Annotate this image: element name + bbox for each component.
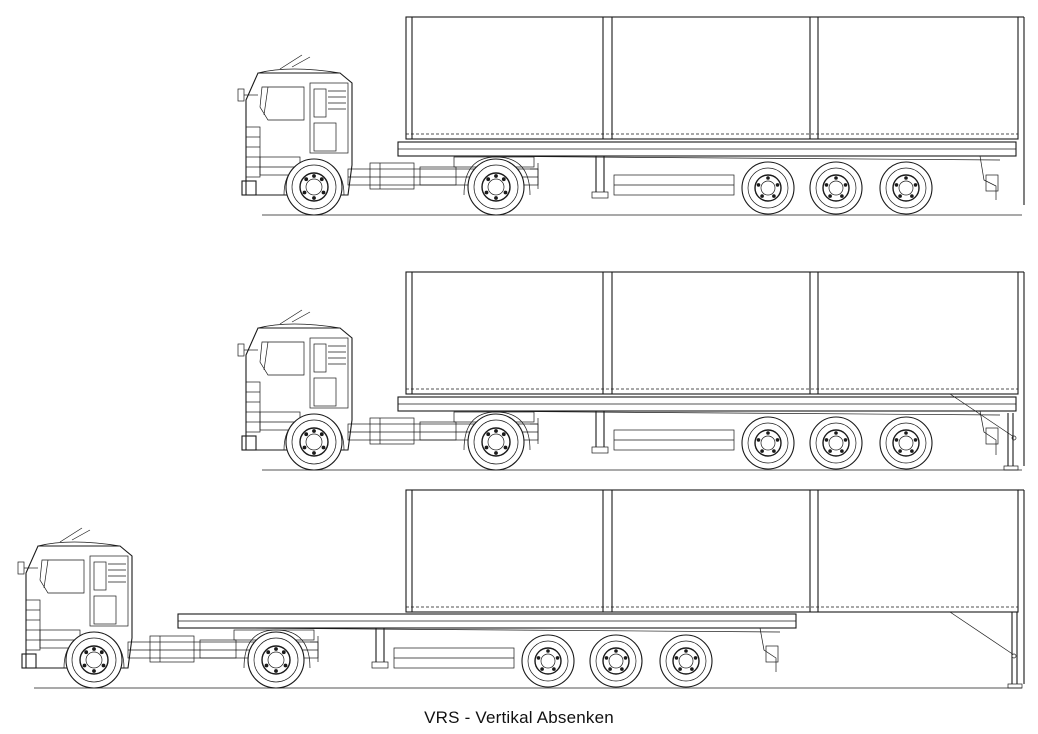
trailer-frame xyxy=(397,141,1017,200)
diagram-caption: VRS - Vertikal Absenken xyxy=(424,708,614,727)
lifting-strut xyxy=(949,611,1015,656)
trailer-wheels xyxy=(741,416,933,470)
stage-1-vehicle xyxy=(238,16,1025,215)
container-body xyxy=(405,271,1025,466)
stage-3-vehicle xyxy=(18,489,1025,689)
lifting-strut xyxy=(949,393,1015,438)
trailer-frame xyxy=(397,393,1017,455)
trailer-wheels xyxy=(741,161,933,215)
tractor-unit xyxy=(18,528,318,688)
container-body xyxy=(405,489,1025,684)
tractor-unit xyxy=(238,55,538,215)
trailer-frame xyxy=(177,613,797,672)
container-support-leg xyxy=(949,611,1023,689)
stage-2-vehicle xyxy=(238,271,1025,471)
container-body xyxy=(405,16,1025,205)
support-leg xyxy=(1003,413,1019,471)
trailer-wheels xyxy=(521,634,713,688)
tractor-unit xyxy=(238,310,538,470)
